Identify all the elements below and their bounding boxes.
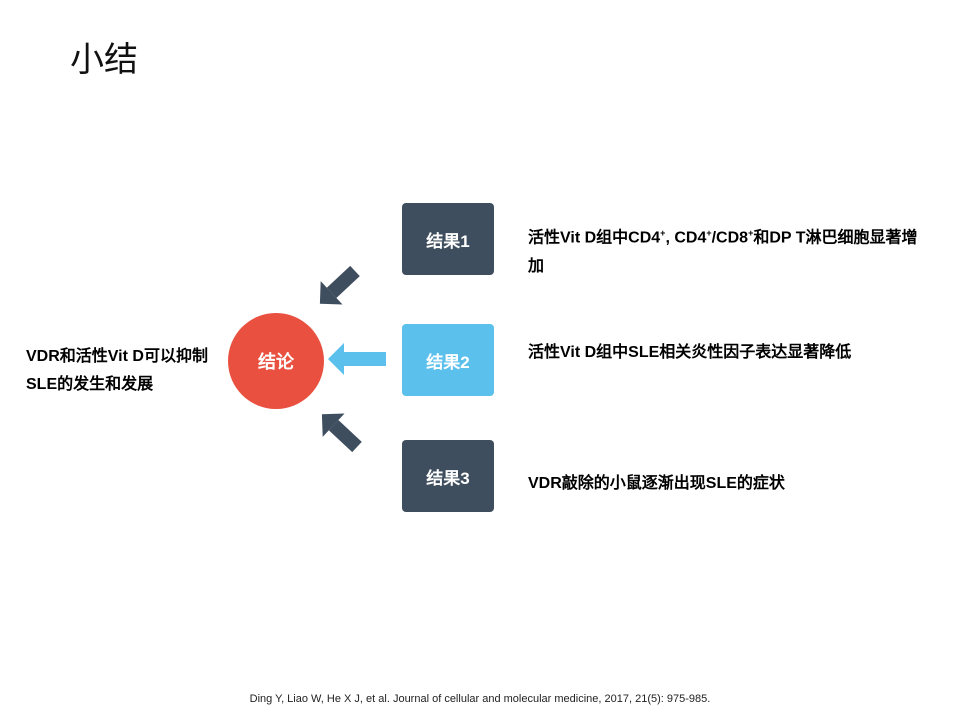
slide-title: 小结 [70,41,138,79]
arrow-result2-icon [328,343,386,375]
result-3-box: 结果3 [402,440,494,512]
result-2-box: 结果2 [402,324,494,396]
arrow-result3-icon [321,413,362,453]
arrow-result1-icon [319,265,360,305]
result-1-label: 结果1 [426,231,470,251]
conclusion-circle: 结论 [228,313,324,409]
conclusion-text: VDR和活性Vit D可以抑制SLE的发生和发展 [26,348,208,393]
result-3-text: VDR敲除的小鼠逐渐出现SLE的症状 [528,475,785,492]
citation: Ding Y, Liao W, He X J, et al. Journal o… [249,693,711,705]
result-1-text: 活性Vit D组中CD4+, CD4+/CD8+和DP T淋巴细胞显著增加 [528,228,918,276]
result-1-box: 结果1 [402,203,494,275]
result-2-text: 活性Vit D组中SLE相关炎性因子表达显著降低 [528,344,852,361]
result-2-label: 结果2 [426,352,470,372]
conclusion-circle-label: 结论 [258,352,294,372]
result-3-label: 结果3 [426,468,470,488]
